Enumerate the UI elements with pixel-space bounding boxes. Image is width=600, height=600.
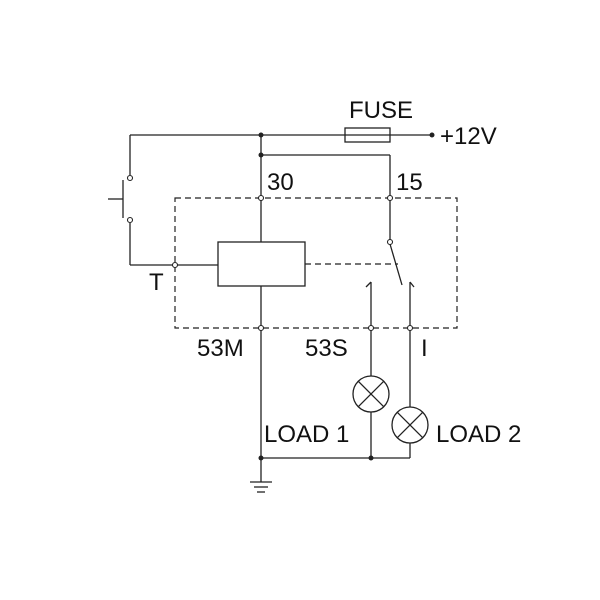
terminal-t-label: T (149, 269, 164, 296)
junction-ground (258, 455, 264, 461)
relay-coil-icon (217, 241, 306, 287)
terminal-30-label: 30 (267, 169, 294, 196)
ground-icon (250, 481, 272, 493)
terminal-53s-label: 53S (305, 335, 348, 362)
push-button-icon (108, 135, 175, 266)
fuse-label: FUSE (349, 97, 413, 124)
load-1-label: LOAD 1 (264, 421, 349, 448)
supply-wiring (130, 132, 435, 138)
terminal-53m-label: 53M (197, 335, 244, 362)
switch-contact-icon (365, 238, 415, 328)
terminal-i-label: I (421, 335, 428, 362)
switch-housing (174, 197, 458, 329)
terminal-15-label: 15 (396, 169, 423, 196)
node-30 (257, 194, 265, 202)
lamp-icon (391, 406, 429, 444)
fuse-icon (344, 127, 391, 143)
lamp-icon (352, 375, 390, 413)
terminal-30-wiring (258, 132, 391, 242)
node-i (406, 324, 414, 332)
junction-load-1 (368, 455, 374, 461)
node-53m (257, 324, 265, 332)
node-t (171, 261, 179, 269)
node-53s (367, 324, 375, 332)
supply-label: +12V (440, 123, 497, 150)
node-15 (386, 194, 394, 202)
load-2-label: LOAD 2 (436, 421, 521, 448)
